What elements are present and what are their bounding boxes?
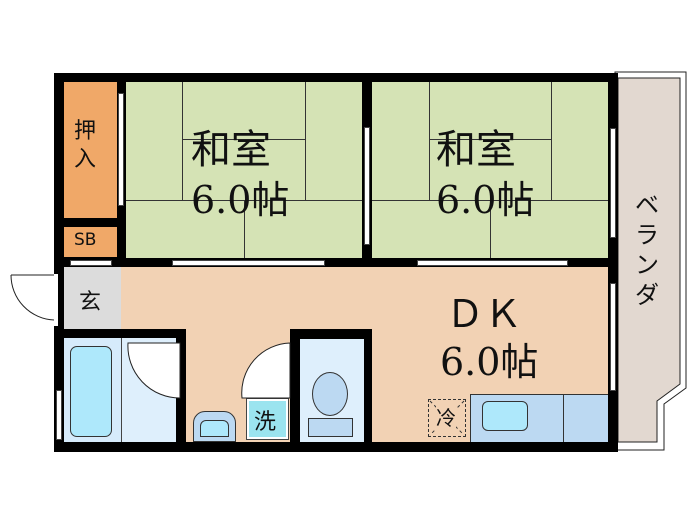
balcony-label: ベ ラ ン ダ: [630, 190, 664, 310]
room-name: ＤＫ: [446, 292, 523, 336]
window: [610, 128, 616, 238]
room-size: 6.0帖: [440, 340, 539, 384]
window: [610, 283, 616, 391]
balcony-char: ン: [635, 251, 659, 279]
sliding-door: [172, 260, 325, 266]
toilet-tank: [308, 418, 353, 437]
room-size: 6.0帖: [191, 178, 290, 222]
balcony-char: ラ: [635, 221, 659, 249]
washer-label: 洗: [254, 410, 277, 435]
kitchen-sink: [482, 401, 528, 431]
refrigerator-space: [428, 399, 466, 437]
bathtub: [70, 346, 112, 437]
sliding-door: [364, 127, 370, 245]
room-name: 和室: [191, 127, 271, 173]
washing-machine: [246, 398, 289, 440]
sliding-door: [118, 93, 124, 206]
balcony-char: ダ: [635, 281, 659, 309]
shoebox: [64, 227, 117, 257]
shoebox-label: SB: [74, 230, 97, 250]
window: [56, 390, 62, 440]
basin-bowl: [200, 420, 229, 437]
bath-door[interactable]: [126, 342, 184, 400]
entrance-genkan: [64, 267, 121, 329]
toilet-door[interactable]: [240, 342, 292, 400]
closet-label: 押 入: [74, 118, 96, 174]
balcony-char: ベ: [635, 191, 659, 219]
closet-char: 押: [74, 119, 97, 144]
closet-oshiire: [64, 82, 117, 218]
room-size: 6.0帖: [436, 178, 535, 222]
sliding-door: [417, 260, 568, 266]
fridge-label: 冷: [436, 402, 456, 431]
room-dk: [121, 267, 608, 329]
toilet-bowl: [312, 372, 348, 416]
entry-door[interactable]: [8, 272, 58, 328]
closet-char: 入: [74, 147, 97, 172]
sliding-door: [70, 260, 112, 266]
room-name: 和室: [436, 127, 516, 173]
entrance-label: 玄: [79, 290, 102, 315]
